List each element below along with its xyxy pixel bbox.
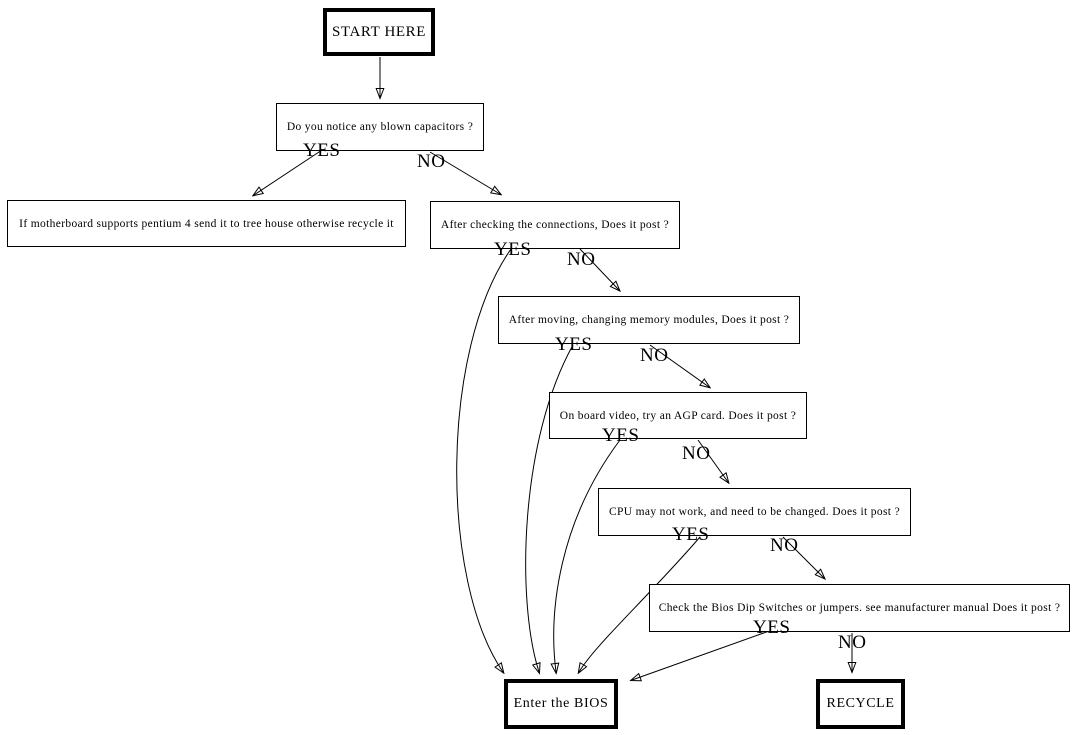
- edge-yes-cpu-to-bios: [579, 536, 701, 672]
- node-blown-capacitors-question: Do you notice any blown capacitors ?: [276, 103, 484, 151]
- edge-label-yes-agp-card: YES: [602, 425, 640, 446]
- edge-label-no-memory-modules: NO: [640, 345, 669, 366]
- node-start-here: START HERE: [323, 8, 435, 56]
- edge-label-yes-cpu-change: YES: [672, 524, 710, 545]
- edge-label-yes-check-connections: YES: [494, 239, 532, 260]
- edge-yes-dip-to-bios: [632, 629, 773, 680]
- edge-no-agp-to-cpu: [697, 439, 728, 482]
- edge-no-connections-to-memory: [579, 248, 619, 290]
- edge-no-memory-to-agp: [649, 344, 709, 387]
- edge-yes-agp-to-bios: [554, 439, 621, 672]
- edge-label-no-blown-capacitors: NO: [417, 151, 446, 172]
- node-cpu-change-question: CPU may not work, and need to be changed…: [598, 488, 911, 536]
- edge-label-yes-blown-capacitors: YES: [303, 140, 341, 161]
- edge-label-no-agp-card: NO: [682, 443, 711, 464]
- edge-label-yes-memory-modules: YES: [555, 334, 593, 355]
- edge-yes-memory-to-bios: [525, 344, 574, 672]
- node-pentium-tree-house: If motherboard supports pentium 4 send i…: [7, 200, 406, 247]
- node-dip-switches-question: Check the Bios Dip Switches or jumpers. …: [649, 584, 1070, 632]
- node-enter-bios: Enter the BIOS: [504, 679, 618, 729]
- edge-label-no-dip-switches: NO: [838, 632, 867, 653]
- edge-no-blown-to-connections: [429, 151, 500, 194]
- node-check-connections-question: After checking the connections, Does it …: [430, 201, 680, 249]
- edge-label-no-check-connections: NO: [567, 249, 596, 270]
- edge-label-no-cpu-change: NO: [770, 535, 799, 556]
- node-recycle: RECYCLE: [816, 679, 905, 729]
- edge-yes-blown-to-tree-house: [254, 149, 323, 195]
- edge-label-yes-dip-switches: YES: [753, 617, 791, 638]
- edge-no-cpu-to-dip: [782, 536, 824, 578]
- node-agp-card-question: On board video, try an AGP card. Does it…: [549, 392, 807, 439]
- node-memory-modules-question: After moving, changing memory modules, D…: [498, 296, 800, 344]
- edge-yes-connections-to-bios: [456, 248, 512, 672]
